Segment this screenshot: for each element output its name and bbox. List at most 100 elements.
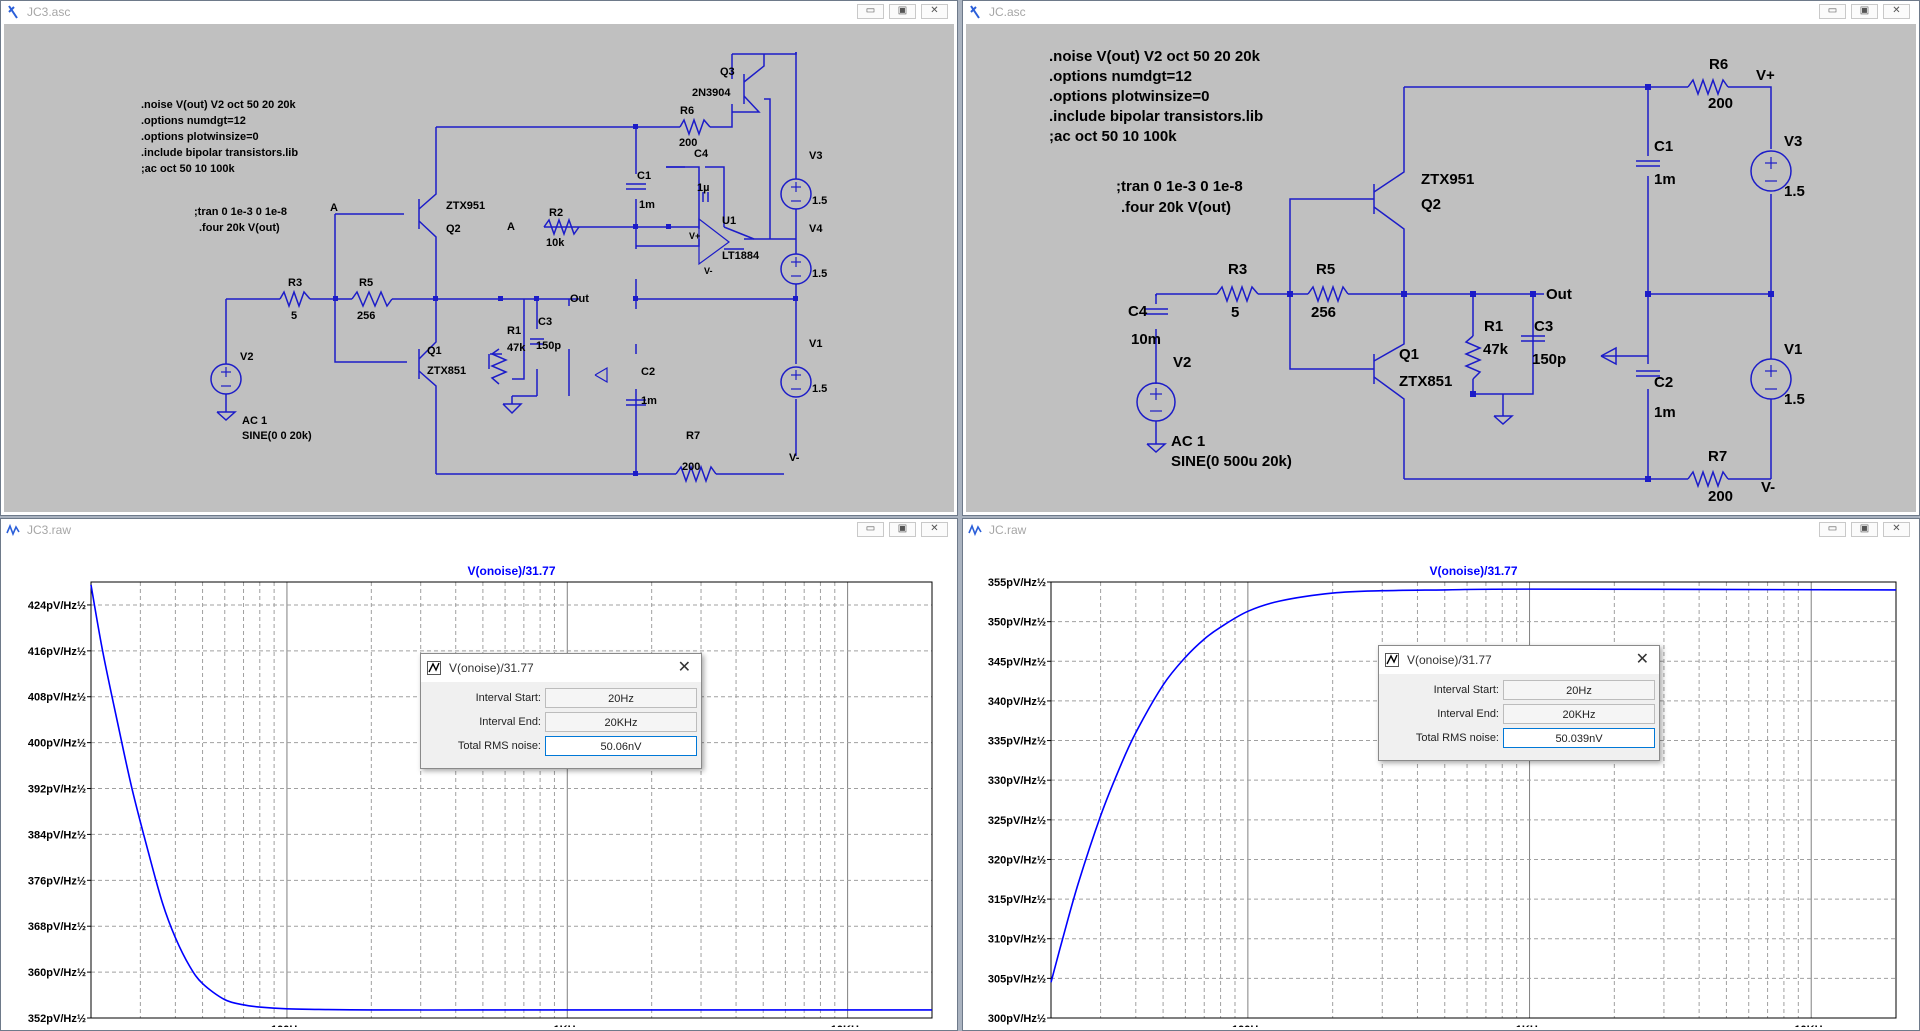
minimize-button[interactable]: ▭	[857, 522, 884, 537]
component-label: 1m	[639, 199, 655, 211]
component-label: 1.5	[812, 268, 827, 280]
total-rms-field[interactable]: 50.039nV	[1503, 728, 1655, 748]
y-tick-label: 392pV/Hz½	[28, 784, 86, 796]
spice-directive: ;ac oct 50 10 100k	[1049, 128, 1177, 145]
restore-button[interactable]: ▣	[889, 4, 916, 19]
noise-integration-dialog[interactable]: V(onoise)/31.77 ✕ Interval Start: 20Hz I…	[1378, 645, 1660, 761]
schematic-canvas[interactable]: .noise V(out) V2 oct 50 20 20k .options …	[4, 24, 954, 512]
series-line	[1050, 588, 1897, 983]
dialog-title-bar[interactable]: V(onoise)/31.77 ✕	[421, 654, 701, 682]
restore-button[interactable]: ▣	[1851, 522, 1878, 537]
spice-directive: .four 20k V(out)	[1121, 199, 1231, 216]
component-label: C3	[1534, 318, 1553, 335]
chart-title: V(onoise)/31.77	[1429, 564, 1517, 578]
component-label: LT1884	[722, 250, 760, 262]
component-label: C3	[538, 316, 552, 328]
component-label: 200	[1708, 488, 1733, 505]
restore-button[interactable]: ▣	[889, 522, 916, 537]
capacitors	[1144, 160, 1660, 377]
interval-start-label: Interval Start:	[1433, 684, 1499, 696]
resistors	[1216, 77, 1729, 489]
noise-integration-dialog[interactable]: V(onoise)/31.77 ✕ Interval Start: 20Hz I…	[420, 653, 702, 769]
schematic-app-icon	[970, 5, 980, 19]
y-tick-label: 340pV/Hz½	[988, 696, 1046, 708]
y-tick-label: 325pV/Hz½	[988, 815, 1046, 827]
interval-end-field[interactable]: 20KHz	[545, 712, 697, 732]
component-label: 2N3904	[692, 87, 731, 99]
component-label: 1.5	[1784, 391, 1805, 408]
component-label: R3	[1228, 261, 1247, 278]
close-button[interactable]: ✕	[1883, 4, 1910, 19]
minimize-button[interactable]: ▭	[1819, 4, 1846, 19]
interval-end-field[interactable]: 20KHz	[1503, 704, 1655, 724]
component-label: R3	[288, 277, 302, 289]
close-button[interactable]: ✕	[1883, 522, 1910, 537]
dialog-close-icon[interactable]: ✕	[1635, 651, 1649, 668]
title-bar[interactable]: JC3.asc ▭ ▣ ✕	[1, 1, 957, 23]
component-label: AC 1	[1171, 433, 1205, 450]
waveform-app-icon	[6, 523, 20, 537]
chart-title: V(onoise)/31.77	[467, 564, 555, 578]
schematic-jc[interactable]: .noise V(out) V2 oct 50 20 20k .options …	[966, 24, 1916, 512]
title-bar[interactable]: JC3.raw ▭ ▣ ✕	[1, 519, 957, 541]
total-rms-label: Total RMS noise:	[1415, 732, 1499, 744]
interval-start-field[interactable]: 20Hz	[1503, 680, 1655, 700]
net-label: V-	[704, 266, 713, 276]
component-label: Q1	[1399, 346, 1419, 363]
schematic-window-jc3[interactable]: JC3.asc ▭ ▣ ✕	[0, 0, 958, 516]
component-label: U1	[722, 215, 736, 227]
plot-frame	[90, 581, 933, 1019]
dialog-title-bar[interactable]: V(onoise)/31.77 ✕	[1379, 646, 1659, 674]
junctions	[1287, 84, 1774, 482]
total-rms-field[interactable]: 50.06nV	[545, 736, 697, 756]
component-label: V4	[809, 223, 823, 235]
minimize-button[interactable]: ▭	[1819, 522, 1846, 537]
interval-end-label: Interval End:	[479, 716, 541, 728]
component-label: C2	[641, 366, 655, 378]
component-label: V3	[809, 150, 822, 162]
component-label: 47k	[507, 342, 526, 354]
component-label: C1	[1654, 138, 1673, 155]
minimize-button[interactable]: ▭	[857, 4, 884, 19]
close-button[interactable]: ✕	[921, 522, 948, 537]
y-tick-label: 350pV/Hz½	[988, 617, 1046, 629]
component-label: 256	[1311, 304, 1336, 321]
dialog-title: V(onoise)/31.77	[1407, 653, 1492, 667]
y-tick-label: 352pV/Hz½	[28, 1013, 86, 1025]
y-tick-label: 384pV/Hz½	[28, 829, 86, 841]
total-rms-label: Total RMS noise:	[457, 740, 541, 752]
y-tick-label: 310pV/Hz½	[988, 934, 1046, 946]
title-bar[interactable]: JC.asc ▭ ▣ ✕	[963, 1, 1919, 23]
noise-plot-jc[interactable]: V(onoise)/31.77300pV/Hz½305pV/Hz½310pV/H…	[966, 542, 1916, 1027]
title-bar[interactable]: JC.raw ▭ ▣ ✕	[963, 519, 1919, 541]
component-label: R7	[1708, 448, 1727, 465]
component-label: 200	[682, 461, 700, 473]
resistors	[279, 117, 717, 484]
x-tick-label: 10KHz	[831, 1024, 865, 1027]
window-title: JC.asc	[989, 5, 1026, 19]
net-label: A	[330, 202, 338, 214]
component-label: SINE(0 0 20k)	[242, 430, 312, 442]
dialog-close-icon[interactable]: ✕	[677, 659, 691, 676]
schematic-window-jc[interactable]: JC.asc ▭ ▣ ✕	[962, 0, 1920, 516]
close-button[interactable]: ✕	[921, 4, 948, 19]
component-label: R7	[686, 430, 700, 442]
junctions	[333, 124, 798, 476]
spice-directive: .options numdgt=12	[1049, 68, 1192, 85]
component-label: ZTX951	[1421, 171, 1474, 188]
schematic-canvas[interactable]: .noise V(out) V2 oct 50 20 20k .options …	[966, 24, 1916, 512]
y-tick-label: 330pV/Hz½	[988, 775, 1046, 787]
y-tick-label: 300pV/Hz½	[988, 1013, 1046, 1025]
component-label: V2	[1173, 354, 1191, 371]
component-label: Q1	[427, 345, 442, 357]
schematic-jc3[interactable]: .noise V(out) V2 oct 50 20 20k .options …	[4, 24, 954, 512]
component-label: 10m	[1131, 331, 1161, 348]
interval-start-field[interactable]: 20Hz	[545, 688, 697, 708]
noise-plot-jc3[interactable]: V(onoise)/31.77352pV/Hz½360pV/Hz½368pV/H…	[4, 542, 954, 1027]
restore-button[interactable]: ▣	[1851, 4, 1878, 19]
component-label: 1µ	[697, 182, 709, 194]
